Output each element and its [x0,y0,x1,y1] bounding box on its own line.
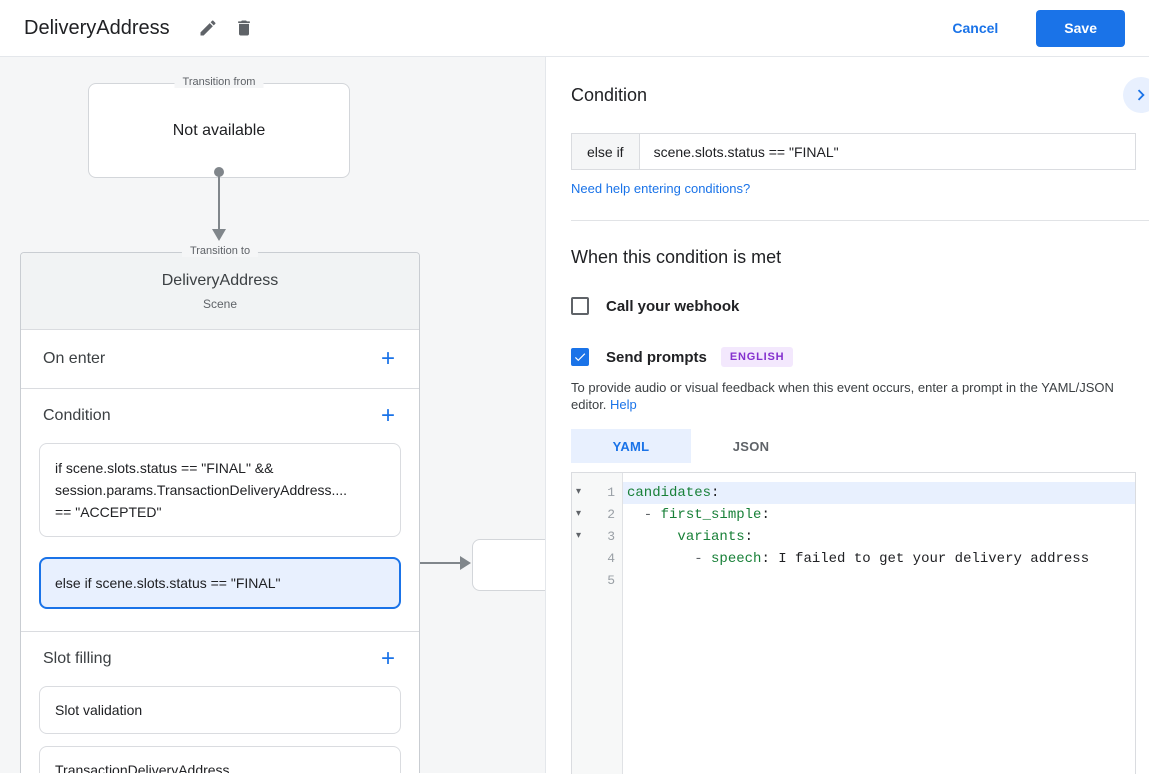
transition-to-legend: Transition to [181,245,259,257]
edit-title-button[interactable] [190,10,226,46]
collapse-panel-button[interactable] [1123,77,1149,113]
pencil-icon [200,20,216,36]
editor-code-line[interactable]: - speech: I failed to get your delivery … [627,551,1090,567]
section-divider [571,220,1149,221]
scene-name: DeliveryAddress [161,272,279,289]
flow-diagram-panel: Transition from Not available Transition… [0,57,546,773]
add-on-enter-button[interactable]: + [380,345,395,372]
editor-line-gutter: 5 [572,570,623,592]
editor-line: 4 - speech: I failed to get your deliver… [572,548,1135,570]
condition-section: Condition + if scene.slots.status == "FI… [21,389,419,632]
fold-arrow-icon[interactable]: ▾ [576,508,582,519]
chevron-right-icon [1137,89,1145,101]
webhook-checkbox-row[interactable]: Call your webhook [571,297,739,315]
on-enter-row[interactable]: On enter + [21,330,419,389]
editor-code-line[interactable]: - first_simple: [627,507,770,523]
prompt-description-text: To provide audio or visual feedback when… [571,380,1114,412]
editor-line-gutter: 4 [572,548,623,570]
condition-expression-input[interactable] [638,133,1136,170]
editor-tabs: YAML JSON [571,429,811,463]
cancel-button[interactable]: Cancel [936,12,1014,44]
prompt-description: To provide audio or visual feedback when… [571,379,1133,413]
condition-items: if scene.slots.status == "FINAL" && sess… [21,443,419,609]
add-slot-button[interactable]: + [380,645,395,672]
editor-code-line[interactable] [623,570,1135,592]
page-header: DeliveryAddress Cancel Save [0,0,1149,57]
tab-json[interactable]: JSON [732,438,770,454]
page-title: DeliveryAddress [24,16,170,39]
editor-code-line[interactable]: candidates: [623,482,1135,504]
webhook-label: Call your webhook [606,297,740,315]
condition-help-link[interactable]: Need help entering conditions? [571,181,751,196]
scene-card-header: DeliveryAddress Scene [21,253,419,330]
tab-yaml[interactable]: YAML [571,429,691,463]
send-prompts-checkbox[interactable] [571,348,589,366]
save-button[interactable]: Save [1036,9,1125,47]
on-enter-label: On enter [43,350,106,367]
condition-editor-panel: Condition else if Need help entering con… [547,57,1149,774]
when-met-heading: When this condition is met [571,247,782,267]
editor-line-gutter: ▾2 [572,504,623,526]
transition-from-node: Transition from Not available [88,76,350,178]
editor-line-gutter: ▾3 [572,526,623,548]
line-number: 2 [607,507,615,522]
slot-item[interactable]: Slot validation [39,686,401,734]
send-prompts-checkbox-row[interactable]: Send prompts ENGLISH [571,347,794,367]
editor-line-gutter: ▾1 [572,482,623,504]
condition-section-label: Condition [43,407,111,424]
line-number: 3 [607,529,615,544]
condition-item-selected[interactable]: else if scene.slots.status == "FINAL" [39,557,401,609]
line-number: 1 [607,485,615,500]
transition-from-value: Not available [172,121,266,139]
condition-prefix: else if [571,133,639,170]
delete-scene-button[interactable] [226,10,262,46]
line-number: 5 [607,573,615,588]
help-link[interactable]: Help [610,397,637,412]
fold-arrow-icon[interactable]: ▾ [576,486,582,497]
add-condition-button[interactable]: + [380,402,395,429]
fold-arrow-icon[interactable]: ▾ [576,530,582,541]
webhook-checkbox[interactable] [571,297,589,315]
editor-line: 5 [572,570,1135,592]
condition-item[interactable]: if scene.slots.status == "FINAL" && sess… [39,443,401,537]
slot-filling-label: Slot filling [43,650,112,667]
condition-input-group: else if [571,133,1136,170]
condition-heading: Condition [571,85,648,105]
scene-card: Transition to DeliveryAddress Scene On e… [20,245,420,773]
checkmark-icon [574,353,586,362]
editor-gutter [572,473,623,774]
line-number: 4 [607,551,615,566]
language-badge: ENGLISH [720,347,794,367]
editor-code-line[interactable]: variants: [677,529,754,545]
editor-line: ▾3 variants: [572,526,1135,548]
transition-from-legend: Transition from [174,76,264,88]
trash-icon [237,20,250,36]
transition-target-node[interactable] [472,539,545,591]
slot-item[interactable]: TransactionDeliveryAddress [39,746,401,773]
editor-line: ▾2 - first_simple: [572,504,1135,526]
send-prompts-label: Send prompts [606,348,707,366]
scene-type-label: Scene [202,297,238,311]
